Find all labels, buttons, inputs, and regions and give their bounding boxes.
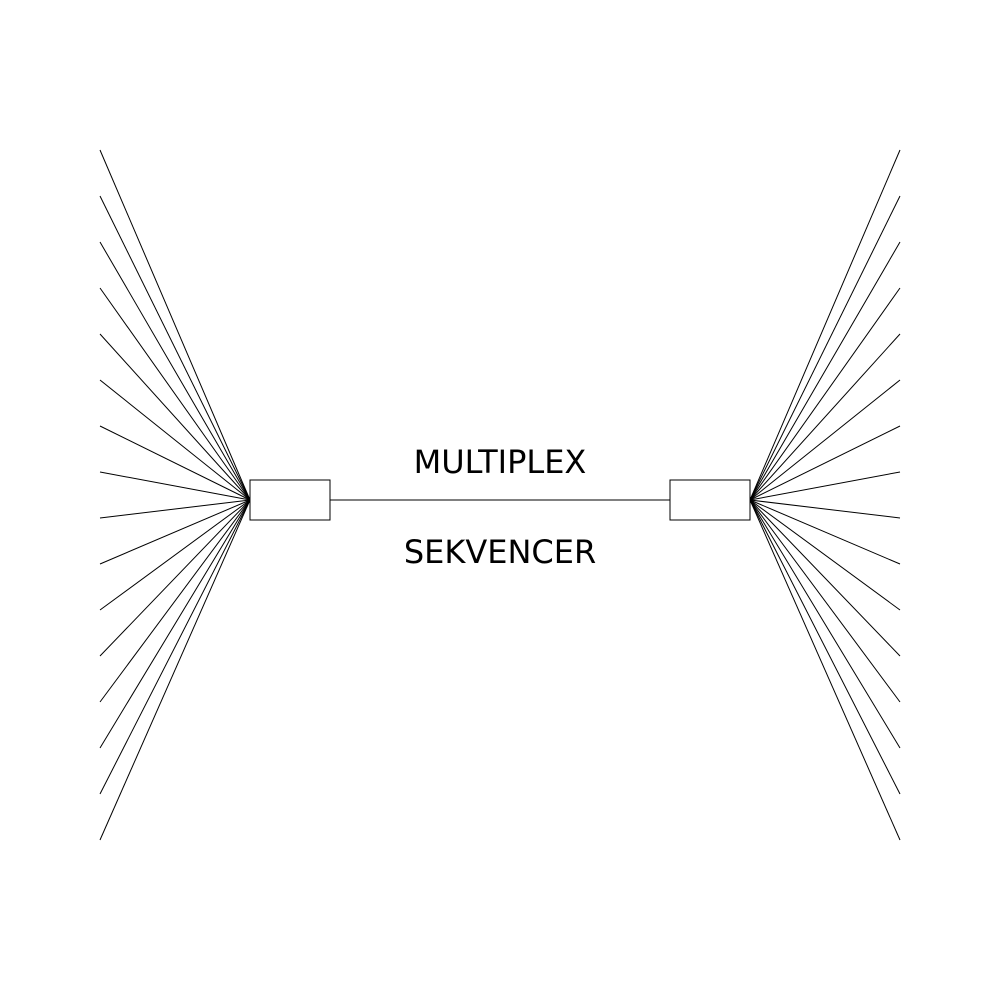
right-fan-line [749,499,901,519]
right-fan-line [749,471,901,501]
right-fan-line [749,499,901,841]
left-fan-line [99,149,251,501]
left-fan-line [99,499,251,795]
multiplex-label: MULTIPLEX [414,443,587,481]
left-fan-lines [99,149,251,841]
right-fan-line [749,499,901,657]
left-fan-line [99,333,251,501]
right-fan-line [749,149,901,501]
right-fan-line [749,499,901,565]
right-fan-line [749,499,901,795]
right-fan-line [749,195,901,501]
right-fan-line [749,499,901,703]
right-fan-line [749,499,901,749]
left-fan-line [99,499,251,519]
left-multiplexer-box [249,479,331,521]
right-fan-line [749,425,901,501]
left-fan-line [99,195,251,501]
left-fan-line [99,499,251,749]
left-fan-line [99,499,251,565]
right-fan-line [749,287,901,501]
right-fan-lines [749,149,901,841]
left-fan-line [99,499,251,703]
right-fan-line [749,499,901,611]
left-fan-line [99,425,251,501]
left-fan-line [99,241,251,501]
right-fan-line [749,333,901,501]
right-multiplexer-box [669,479,751,521]
right-fan-line [749,379,901,501]
sequencer-label: SEKVENCER [404,533,596,571]
left-fan-line [99,499,251,841]
left-fan-line [99,499,251,611]
left-fan-line [99,287,251,501]
left-fan-line [99,379,251,501]
left-fan-line [99,471,251,501]
left-fan-line [99,499,251,657]
right-fan-line [749,241,901,501]
